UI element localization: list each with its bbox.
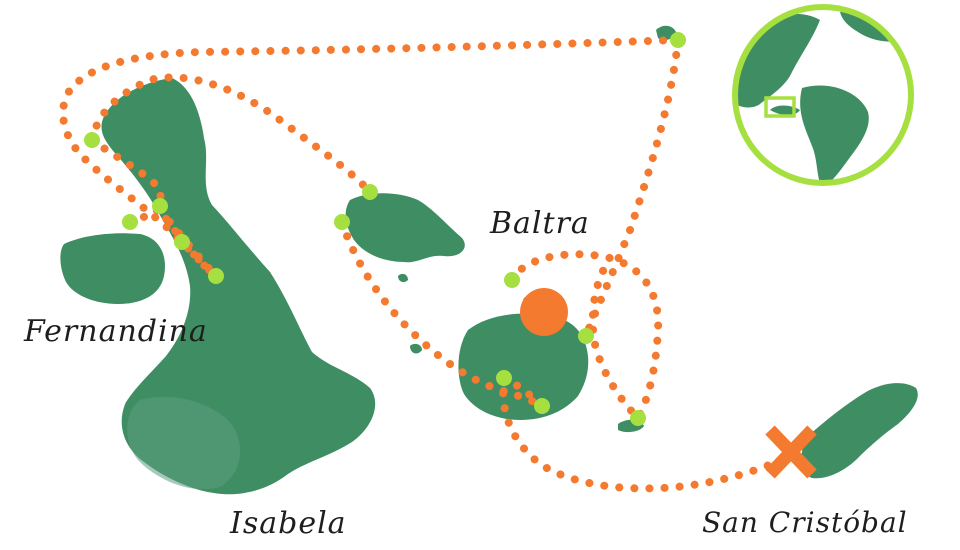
santiago-island: [345, 193, 465, 263]
stop-santa-cruz-south: [534, 398, 550, 414]
rabida-islet: [410, 343, 422, 354]
label-isabela: Isabela: [230, 506, 347, 541]
orange-circle-icon: [520, 288, 568, 336]
label-san-cristobal: San Cristóbal: [702, 506, 908, 539]
san-cristobal-island: [801, 383, 918, 479]
pinzon-islet: [398, 273, 408, 283]
stop-isabela-1: [152, 198, 168, 214]
route-outer-loop: [59, 36, 682, 280]
islands: [60, 25, 918, 495]
stop-santiago-1: [362, 184, 378, 200]
stop-santiago-2: [334, 214, 350, 230]
route-santiago-down: [338, 218, 546, 410]
route-to-san-cristobal: [499, 374, 794, 493]
stop-espanola: [630, 410, 646, 426]
fernandina-island: [60, 233, 165, 304]
isabela-island-shade: [127, 396, 241, 490]
stop-isabela-2: [174, 234, 190, 250]
santa-cruz-island: [458, 313, 589, 420]
locator-box: [764, 96, 796, 118]
orange-x-icon: [765, 425, 817, 479]
stop-fernandina: [122, 214, 138, 230]
stops: [84, 32, 686, 426]
stop-genovesa: [670, 32, 686, 48]
route-baltra-loop: [508, 250, 663, 425]
label-fernandina: Fernandina: [24, 314, 208, 349]
label-baltra: Baltra: [490, 206, 590, 241]
route-isabela-inner: [88, 73, 374, 196]
globe-locator-icon: [732, 4, 914, 186]
stop-isabela-3: [208, 268, 224, 284]
stop-baltra-north: [504, 272, 520, 288]
stop-santa-cruz-east: [578, 328, 594, 344]
stop-santa-cruz-west: [496, 370, 512, 386]
isabela-island: [101, 78, 376, 495]
route-to-genovesa-down: [582, 36, 682, 340]
stop-isabela-north: [84, 132, 100, 148]
